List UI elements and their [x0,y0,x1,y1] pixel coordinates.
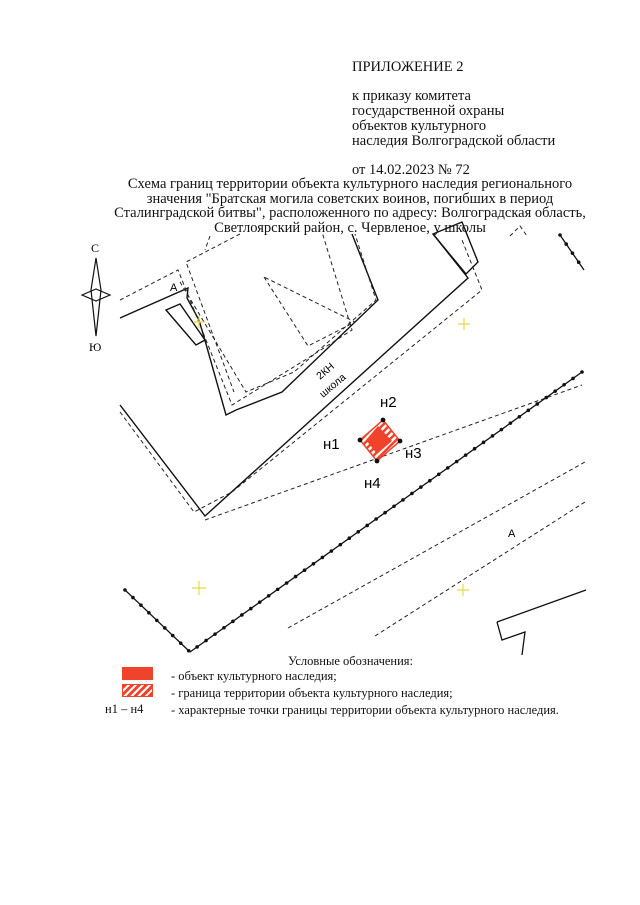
scheme-heading: Схема границ территории объекта культурн… [80,177,620,235]
fence-dot [570,251,575,255]
fence-dot [147,610,151,615]
fence-dot [311,562,316,566]
fence-dot [526,408,531,413]
fence-dot [329,549,334,553]
fence-dot [266,593,271,598]
fence-dot [428,478,432,483]
fence-dot [231,619,235,624]
fence-dot [553,389,557,393]
heritage-object: н1 н2 н3 н4 [323,394,422,492]
fence-dots [123,233,584,653]
fence-dot [257,600,262,604]
point-n4-marker [374,458,380,464]
point-n1-marker [357,437,363,443]
appendix-line-2: государственной охраны [352,103,505,119]
appendix-title: ПРИЛОЖЕНИЕ 2 [352,59,464,75]
point-n2-marker [380,417,386,423]
fence-dot [463,453,468,457]
point-n4-label: н4 [364,475,381,492]
fence-dot [481,440,486,445]
fence-dot [454,459,459,464]
fence-dot [410,491,414,496]
fence-dot [139,603,143,607]
legend-item-points: - характерные точки границы территории о… [171,703,559,717]
fence-dot [249,606,253,611]
legend-swatch-object [122,667,153,680]
fence-dot [347,536,352,541]
fence-dot [508,421,513,425]
appendix-line-3: объектов культурного [352,118,487,134]
fence-dot [284,581,289,585]
fence-dot [401,498,405,502]
fence-dot [213,632,217,636]
label-a-top: А [170,282,178,294]
appendix-date: от 14.02.2023 № 72 [352,162,470,178]
fence-dot [436,472,441,477]
grid-crosshairs [192,316,470,596]
legend-item-object: - объект культурного наследия; [171,669,337,683]
point-n3-label: н3 [405,445,422,462]
appendix-line-4: наследия Волгоградской области [352,133,556,149]
compass-rose: С Ю [80,241,112,354]
fence-dot [558,233,562,237]
fence-dot [564,242,569,246]
fence-dot [131,595,135,600]
legend-swatch-boundary [122,684,153,697]
legend-item-boundary: - граница территории объекта культурного… [171,686,453,700]
fence-dot [170,633,175,638]
fence-dot [338,542,343,547]
fence-dot [186,648,191,653]
fence-dot [374,517,378,521]
appendix-block: ПРИЛОЖЕНИЕ 2 к приказу комитета государс… [352,60,555,178]
heading-line-4: Светлоярский район, с. Червленое, у школ… [214,219,486,236]
fence-dot [222,625,226,630]
appendix-line-1: к приказу комитета [352,88,471,104]
compass-north-label: С [91,241,99,255]
fence-dot [576,260,581,265]
point-n2-label: н2 [380,394,397,411]
fence-dot [490,434,495,438]
fence-dot [123,588,127,592]
label-a-road: А [508,528,516,540]
fence-dot [571,376,575,381]
fence-dot [392,504,396,509]
fence-dot [178,641,183,645]
point-n3-marker [397,438,403,444]
fence-dot [419,485,423,489]
fence-dot [275,587,280,592]
fence-dot [195,645,199,649]
fence-dot [356,530,361,534]
fence-dot [365,523,369,528]
heading-line-2: значения "Братская могила советских воин… [146,190,554,207]
fence-dot [445,466,450,470]
fence-dot [293,574,298,579]
fence-dot [544,395,548,400]
legend-title: Условные обозначения: [288,654,414,668]
heritage-object-shape [366,426,392,454]
fence-dot [162,626,167,630]
fence-dot [517,414,522,419]
fence-dot [535,402,540,406]
fence-dot [204,638,208,643]
legend-points-code: н1 – н4 [105,702,144,716]
school-building [119,221,479,518]
fence-dot [155,618,159,623]
fence-dot [580,370,584,374]
building-dashed-contours [119,225,528,513]
fence-dot [562,382,566,387]
fence-dot [472,446,477,451]
road-lines [204,384,586,637]
fence-lines [124,234,587,656]
fence-dot [240,613,244,617]
fence-dot [302,568,307,573]
heading-line-3: Сталинградской битвы", расположенного по… [114,205,586,221]
fence-dot [499,427,504,432]
point-n1-label: н1 [323,436,340,453]
heading-line-1: Схема границ территории объекта культурн… [127,176,573,192]
compass-south-label: Ю [89,340,101,354]
fence-dot [383,510,387,515]
fence-dot [320,555,325,560]
